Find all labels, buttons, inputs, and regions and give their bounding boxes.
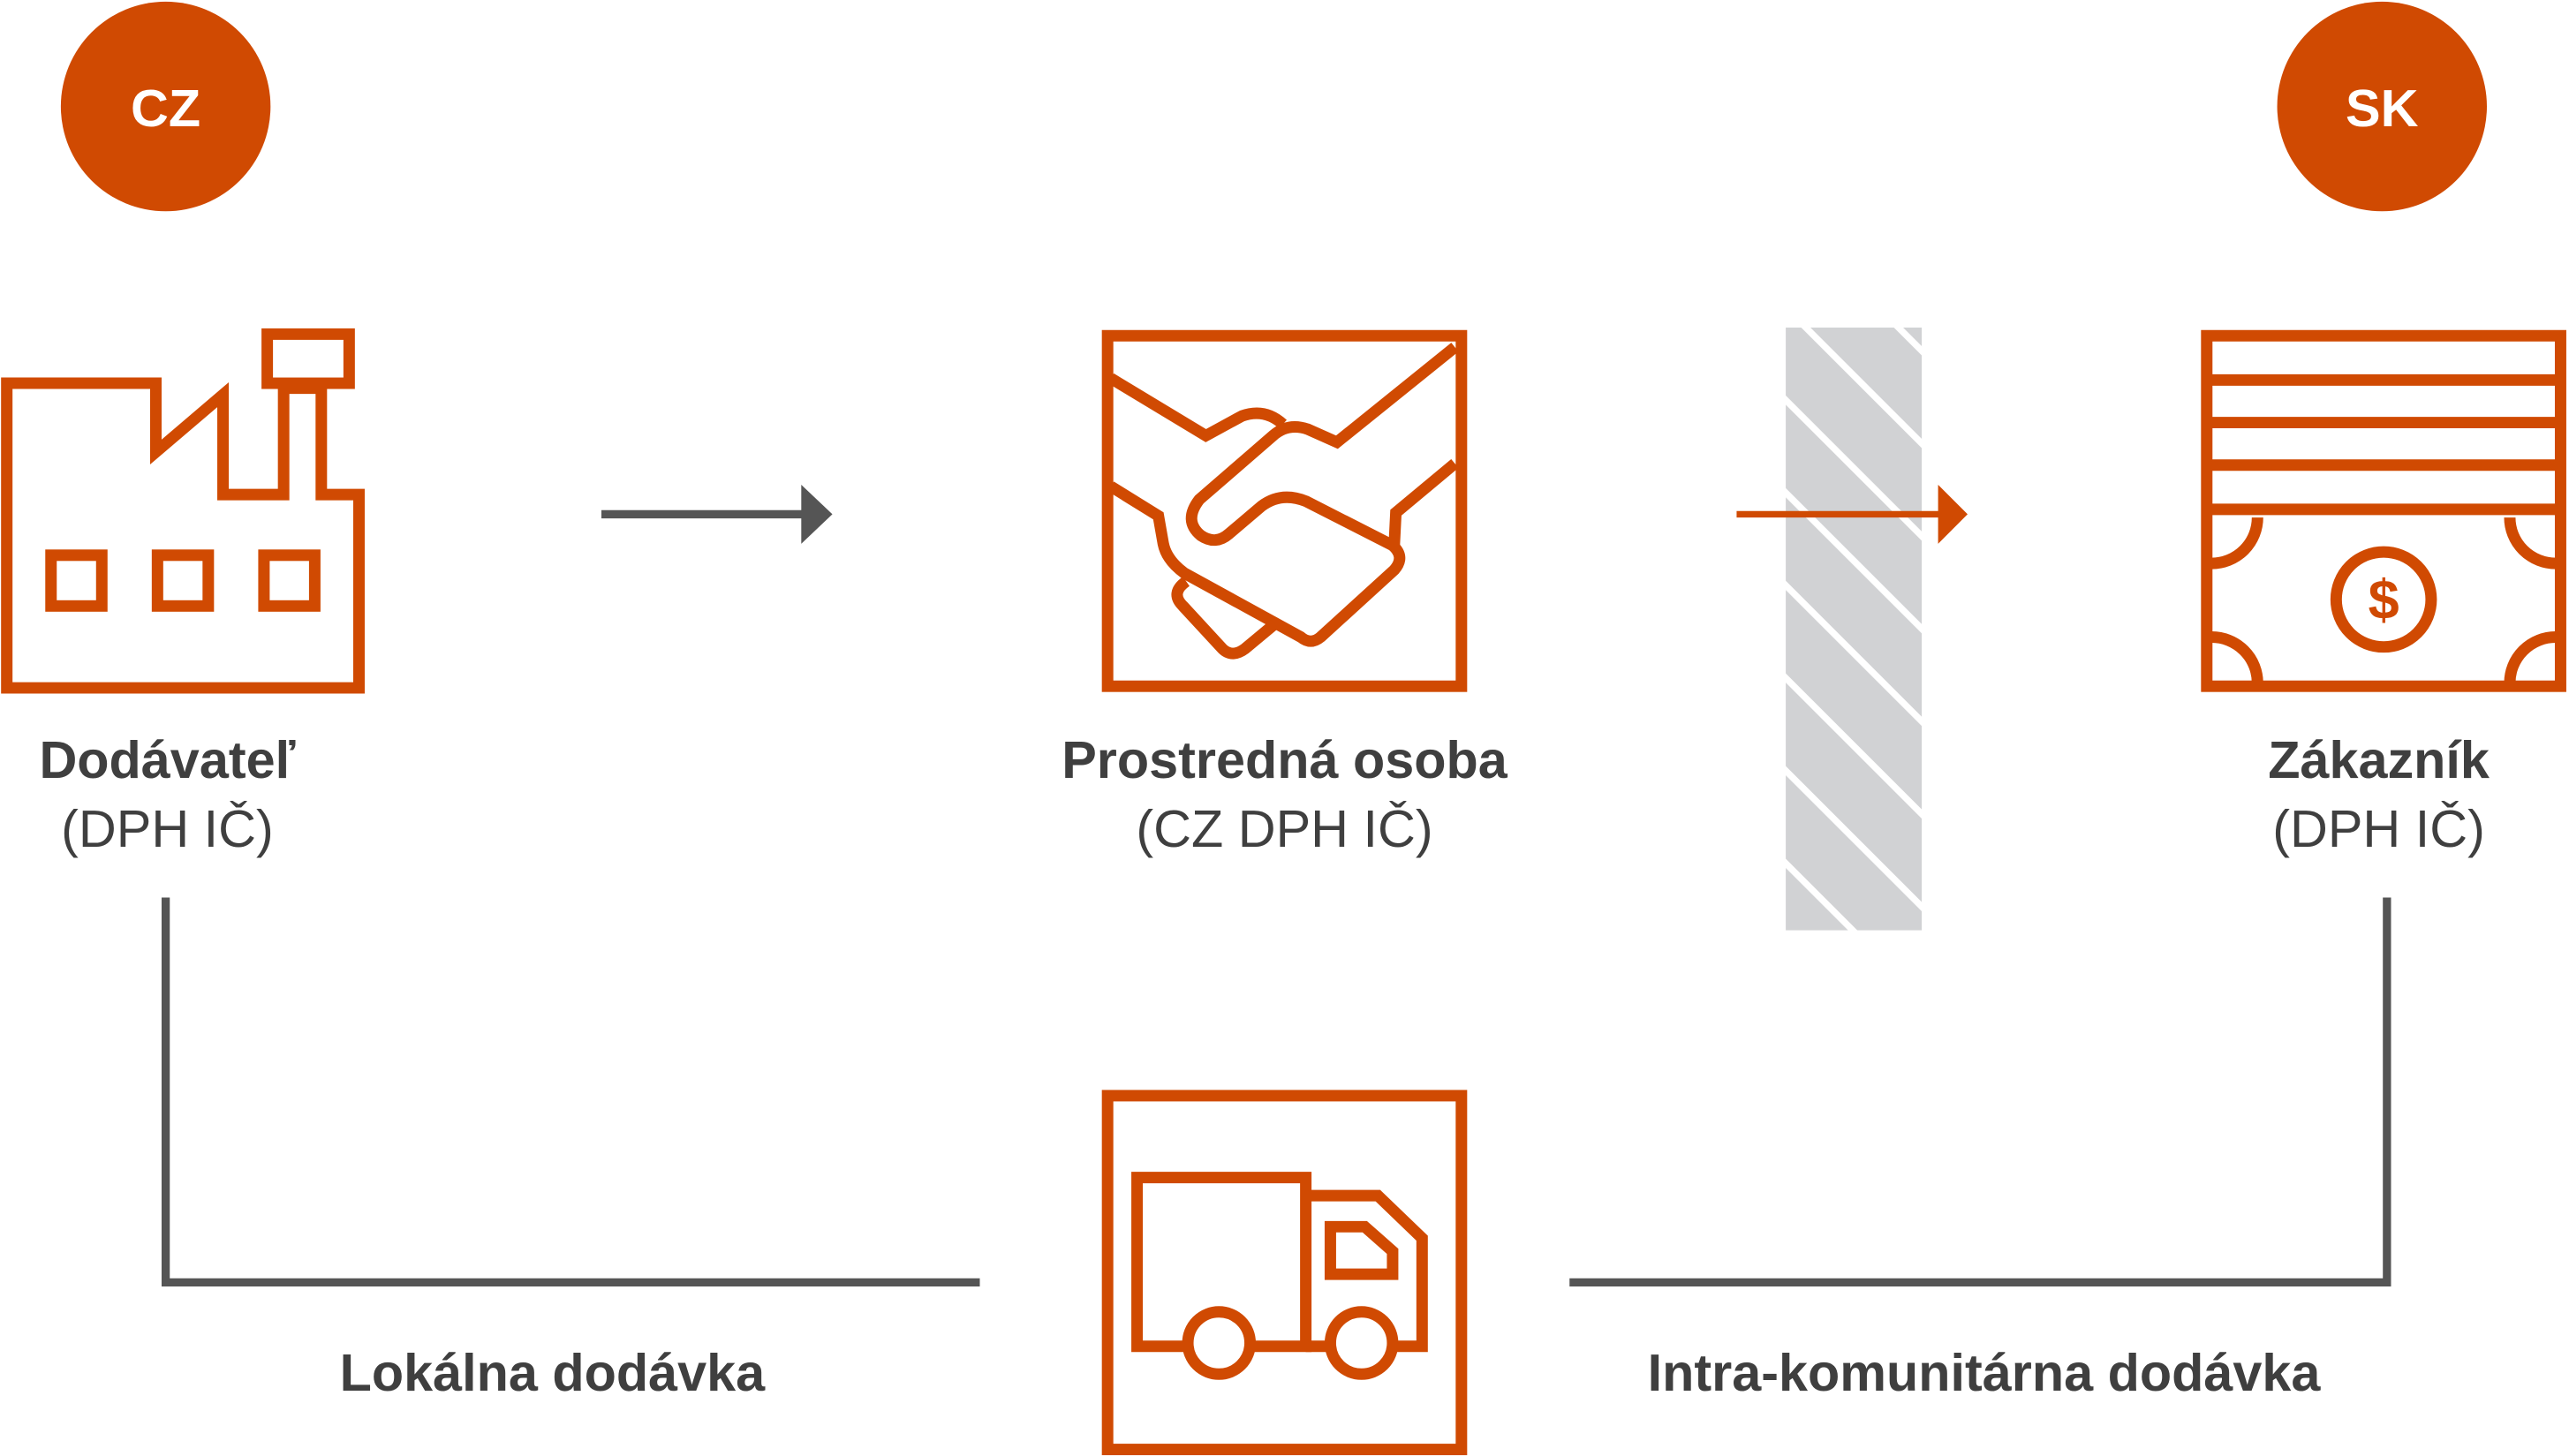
dollar-icon: $ [2369,570,2399,631]
cash-register-icon: $ [2201,329,2566,692]
factory-icon [1,328,365,694]
handshake-icon [1101,329,1468,692]
truck-icon [1101,1090,1468,1456]
border-hatch [1786,327,1923,931]
intermediary-vat: (CZ DPH IČ) [1136,799,1432,858]
local-delivery-label: Lokálna dodávka [340,1343,766,1402]
intra-delivery-line [1569,897,2391,1287]
intra-delivery-label: Intra-komunitárna dodávka [1648,1343,2322,1402]
badge-cz: CZ [60,1,271,212]
customer-vat: (DPH IČ) [2272,799,2485,858]
supplier-vat: (DPH IČ) [61,799,274,858]
arrow-supplier-to-intermediary [601,485,833,544]
intermediary-name: Prostredná osoba [1062,730,1508,789]
badge-sk: SK [2277,1,2487,212]
badge-sk-label: SK [2346,79,2419,138]
supplier-name: Dodávateľ [39,730,295,789]
arrow-intermediary-to-customer [1736,485,1968,544]
local-delivery-line [161,897,980,1287]
customer-name: Zákazník [2268,730,2490,789]
badge-cz-label: CZ [131,79,200,138]
